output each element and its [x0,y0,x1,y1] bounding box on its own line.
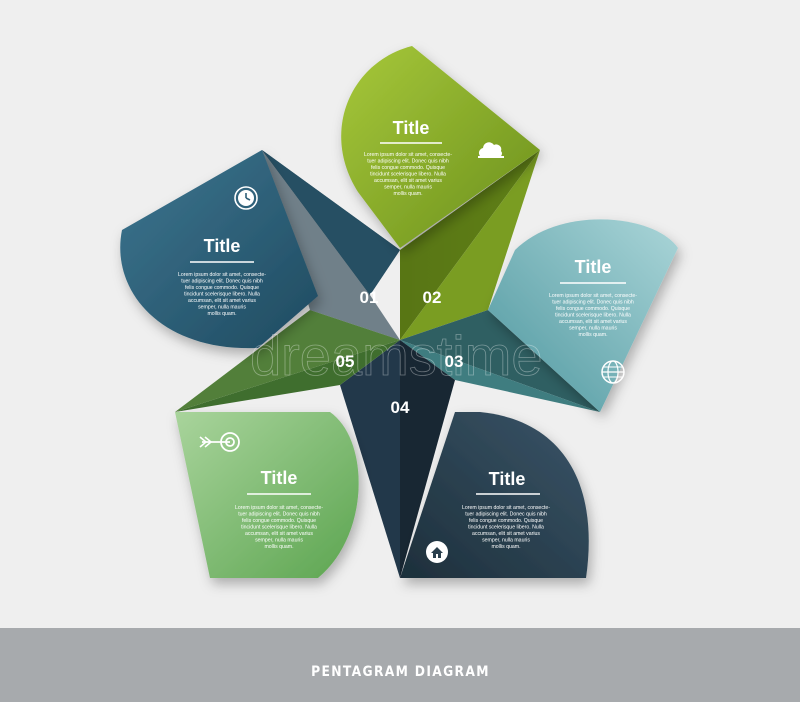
segment-numbers: 01 02 03 04 05 [336,288,464,417]
pentagram-diagram: dreamstime 01 02 03 04 05 Title Lorem ip… [120,46,678,578]
segment-5-text-line: felis congue commodo. Quisque [242,518,316,524]
segment-5-text-line: accumsan, elit sit amet varius [245,531,313,537]
fold-face-3b [400,340,600,412]
segment-3-text: Lorem ipsum dolor sit amet, consecte- tu… [549,293,637,338]
segment-2-text-line: mollis quam. [393,191,422,197]
segment-1-content: Title Lorem ipsum dolor sit amet, consec… [178,186,266,317]
segment-3-title: Title [575,257,612,277]
segment-2-text-line: tincidunt scelerisque libero. Nulla [370,172,446,178]
globe-icon [601,360,625,384]
watermark: dreamstime [250,324,543,387]
diagram-canvas: dreamstime 01 02 03 04 05 Title Lorem ip… [120,46,678,578]
fold-face-5b [175,310,400,412]
segment-2-text-line: Lorem ipsum dolor sit amet, consecte- [364,152,452,158]
fold-face-4a [400,340,455,578]
segment-1-text-line: mollis quam. [207,311,236,317]
segment-2-content: Title Lorem ipsum dolor sit amet, consec… [364,118,504,197]
segment-3-text-line: accumsan, elit sit amet varius [559,319,627,325]
segment-2-petal[interactable] [341,46,540,248]
segment-2-text-line: felis congue commodo. Quisque [371,165,445,171]
cloud-icon [478,142,504,158]
fold-face-3a [400,310,600,412]
segment-5-text: Lorem ipsum dolor sit amet, consecte- tu… [235,505,323,550]
target-arrow-icon [199,432,240,452]
footer-bar: PENTAGRAM DIAGRAM [0,628,800,702]
segment-3-text-line: felis congue commodo. Quisque [556,306,630,312]
segment-2-fold-shade [400,150,540,340]
segment-4-text-line: semper, nulla mauris [482,538,530,544]
segment-1-number: 01 [360,288,379,307]
segment-2-title: Title [393,118,430,138]
segment-1-text-line: accumsan, elit sit amet varius [188,298,256,304]
segment-1-text-line: felis congue commodo. Quisque [185,285,259,291]
segment-2-text-line: tuer adipiscing elit. Donec quis nibh [367,159,449,165]
segment-3-text-line: Lorem ipsum dolor sit amet, consecte- [549,293,637,299]
segment-5-title: Title [261,468,298,488]
fold-face-1b [262,150,400,295]
segment-1-petal[interactable] [120,150,318,349]
segment-4-text-line: mollis quam. [491,544,520,550]
fold-face-4b [340,340,400,578]
segment-1-text-line: tuer adipiscing elit. Donec quis nibh [181,279,263,285]
segment-2-text-line: semper, nulla mauris [384,185,432,191]
segment-2-text-line: accumsan, elit sit amet varius [374,178,442,184]
segment-1-text-line: semper, nulla mauris [198,305,246,311]
segment-4-text: Lorem ipsum dolor sit amet, consecte- tu… [462,505,550,550]
segment-5-text-line: mollis quam. [264,544,293,550]
segment-4-text-line: tuer adipiscing elit. Donec quis nibh [465,512,547,518]
segment-4-content: Title Lorem ipsum dolor sit amet, consec… [426,469,550,563]
segment-3-number: 03 [445,352,464,371]
segment-5-text-line: tincidunt scelerisque libero. Nulla [241,525,317,531]
segment-4-petal[interactable] [400,412,589,578]
segment-3-text-line: mollis quam. [578,332,607,338]
segment-4-text-line: tincidunt scelerisque libero. Nulla [468,525,544,531]
segment-1-title: Title [204,236,241,256]
segment-5-text-line: Lorem ipsum dolor sit amet, consecte- [235,505,323,511]
footer-label: PENTAGRAM DIAGRAM [310,664,490,680]
segment-4-text-line: felis congue commodo. Quisque [469,518,543,524]
segment-3-text-line: tuer adipiscing elit. Donec quis nibh [552,300,634,306]
segment-3-text-line: semper, nulla mauris [569,326,617,332]
segment-4-text-line: accumsan, elit sit amet varius [472,531,540,537]
segment-3-petal[interactable] [488,219,678,412]
segment-2-text: Lorem ipsum dolor sit amet, consecte- tu… [364,152,452,197]
fold-face-1c [262,150,400,340]
segment-5-content: Title Lorem ipsum dolor sit amet, consec… [199,432,323,550]
segment-4-title: Title [489,469,526,489]
segment-1-text-line: Lorem ipsum dolor sit amet, consecte- [178,272,266,278]
segment-2-number: 02 [423,288,442,307]
segment-4-number: 04 [391,398,410,417]
segment-3-content: Title Lorem ipsum dolor sit amet, consec… [549,257,637,384]
segment-5-number: 05 [336,352,355,371]
segment-5-text-line: tuer adipiscing elit. Donec quis nibh [238,512,320,518]
segment-3-text-line: tincidunt scelerisque libero. Nulla [555,313,631,319]
segment-1-text-line: tincidunt scelerisque libero. Nulla [184,292,260,298]
segment-4-text-line: Lorem ipsum dolor sit amet, consecte- [462,505,550,511]
home-icon [426,541,448,563]
clock-icon [234,186,258,210]
segment-5-text-line: semper, nulla mauris [255,538,303,544]
segment-1-text: Lorem ipsum dolor sit amet, consecte- tu… [178,272,266,317]
segment-5-petal[interactable] [175,412,359,578]
